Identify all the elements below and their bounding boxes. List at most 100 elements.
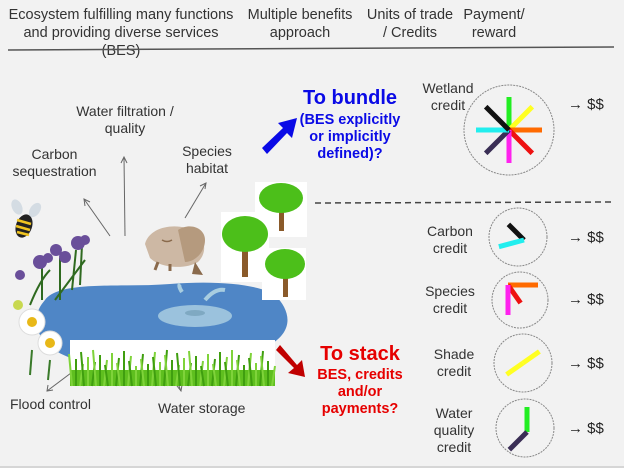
bundle-sub-line2: or implicitly	[309, 129, 391, 145]
header-units-of-trade: Units of trade / Credits	[360, 6, 460, 42]
credit-circle-water-quality	[495, 398, 555, 458]
credit-spoke	[506, 222, 526, 242]
stack-sub-line1: BES, credits	[317, 367, 403, 383]
credit-label-wq-line3: credit	[436, 439, 472, 455]
stack-arrow-icon	[276, 345, 305, 377]
arrow-carbon	[83, 198, 111, 237]
credit-label-shade: Shade credit	[424, 346, 484, 380]
arrowhead-storage	[176, 384, 183, 393]
bundle-stack-divider	[314, 201, 613, 204]
stack-sub-line3: payments?	[321, 401, 399, 417]
splash-left	[177, 282, 184, 294]
header-multiple-benefits: Multiple benefits approach	[240, 6, 360, 42]
grass-blade	[271, 365, 276, 387]
label-species-habitat: Species habitat	[172, 143, 242, 177]
credit-circles	[463, 84, 555, 458]
iris-flowers	[15, 235, 90, 306]
credit-spoke	[507, 128, 535, 156]
payment-water-quality: → $$	[568, 420, 604, 437]
credit-label-wetland-line1: Wetland	[422, 80, 474, 96]
grass-blade	[236, 359, 241, 387]
credit-spoke	[483, 104, 511, 132]
credit-label-wq-line2: quality	[433, 422, 475, 438]
grass-blade	[92, 349, 97, 387]
label-species-line2: habitat	[185, 160, 229, 176]
credit-spoke	[505, 360, 525, 377]
credit-label-species: Species credit	[420, 283, 480, 317]
credit-spoke	[507, 430, 529, 452]
stack-sub-line2: and/or	[337, 384, 383, 400]
credit-label-wq-line1: Water	[435, 405, 473, 421]
grass-blade	[152, 356, 157, 387]
arrowhead-flood	[46, 384, 54, 392]
bundle-arrow-icon	[262, 118, 297, 154]
tree-icon	[259, 183, 303, 231]
credit-circle-species	[491, 271, 549, 329]
credit-label-shade-line2: credit	[436, 363, 472, 379]
credit-label-carbon-line1: Carbon	[427, 223, 473, 239]
label-flood-control: Flood control	[10, 396, 91, 412]
grass-blade	[200, 365, 205, 387]
credit-circle-outline	[463, 84, 555, 176]
payment-carbon: → $$	[568, 229, 604, 246]
credit-circle-carbon	[488, 207, 548, 267]
grass-blade	[140, 358, 145, 387]
credit-spoke	[498, 237, 525, 250]
arrowhead-species	[199, 182, 207, 190]
grass-blade	[80, 351, 85, 387]
arrowhead-water-filtration	[120, 155, 128, 164]
credit-label-species-line1: Species	[425, 283, 475, 299]
credit-circle-outline	[493, 333, 553, 393]
credit-label-wetland-line2: credit	[430, 97, 466, 113]
grass-blade	[128, 360, 133, 387]
header-divider	[7, 46, 615, 51]
splash-right	[203, 287, 226, 302]
label-water-storage: Water storage	[158, 400, 246, 416]
header-payment-line1: Payment/	[463, 7, 525, 23]
grass-blade	[164, 354, 169, 387]
credit-label-carbon: Carbon credit	[420, 223, 480, 257]
header-ecosystem-line1: Ecosystem fulfilling many functions	[8, 7, 234, 23]
header-units-line1: Units of trade	[366, 7, 454, 23]
bundle-question: To bundle (BES explicitly or implicitly …	[290, 87, 410, 163]
bundle-sub-line1: (BES explicitly	[299, 112, 401, 128]
credit-circle-wetland	[463, 84, 555, 176]
tree-icon	[222, 216, 268, 277]
label-carbon-line1: Carbon	[31, 146, 78, 162]
credit-label-species-line2: credit	[432, 300, 468, 316]
bee-icon	[11, 199, 42, 238]
payment-shade: → $$	[568, 355, 604, 372]
stack-question: To stack BES, credits and/or payments?	[305, 343, 415, 418]
label-carbon-sequestration: Carbon sequestration	[2, 146, 107, 180]
grass-blade	[116, 362, 121, 387]
label-water-filtration-line1: Water filtration /	[76, 103, 174, 119]
grass-blade	[104, 364, 109, 387]
credit-label-wetland: Wetland credit	[418, 80, 478, 114]
bundle-title: To bundle	[302, 87, 398, 109]
header-ecosystem: Ecosystem fulfilling many functions and …	[6, 6, 236, 60]
credit-spoke	[483, 128, 511, 156]
grass-blade	[212, 363, 217, 387]
payment-species: → $$	[568, 291, 604, 308]
credit-circle-shade	[493, 333, 553, 393]
grass-blade	[188, 350, 193, 387]
payment-wetland: → $$	[568, 96, 604, 113]
credit-label-water-quality: Water quality credit	[424, 405, 484, 456]
header-payment-line2: reward	[471, 25, 517, 41]
water-ripple-center	[185, 310, 205, 316]
grass-blade	[248, 357, 253, 387]
label-water-filtration: Water filtration / quality	[50, 103, 200, 137]
credit-spoke	[521, 349, 541, 366]
label-water-filtration-line2: quality	[104, 120, 146, 136]
credit-label-shade-line1: Shade	[433, 346, 475, 362]
bundle-sub-line3: defined)?	[317, 146, 383, 162]
fish-icon	[145, 226, 205, 275]
credit-circle-outline	[495, 398, 555, 458]
credit-circle-outline	[488, 207, 548, 267]
grass-blade	[260, 355, 265, 387]
trees	[221, 182, 307, 300]
grass-blade	[68, 353, 73, 387]
label-carbon-line2: sequestration	[12, 163, 97, 179]
credit-circle-outline	[491, 271, 549, 329]
arrow-water-filtration	[123, 156, 126, 237]
